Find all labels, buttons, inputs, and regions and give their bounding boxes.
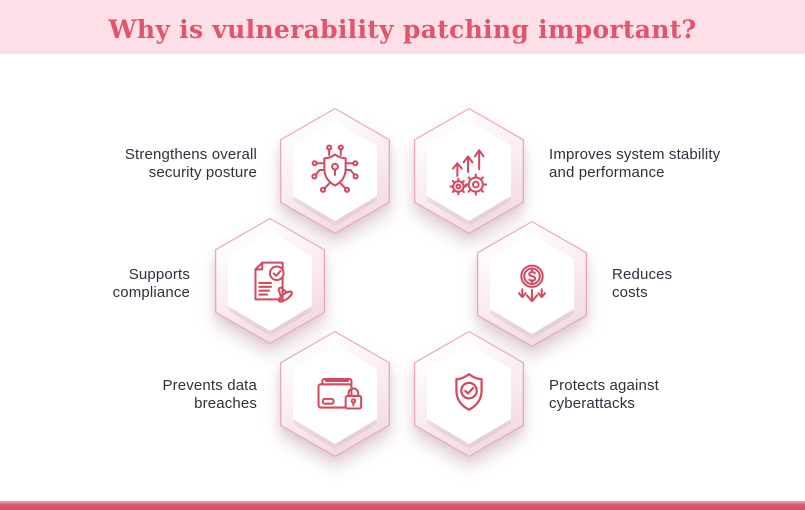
label-line: costs (612, 284, 648, 301)
shield-network-icon (293, 121, 377, 221)
label-line: Strengthens overall (124, 146, 257, 163)
hexagon-reduce-costs (477, 221, 587, 347)
footer-accent-bar (0, 501, 805, 510)
label-line: Reduces (612, 266, 673, 283)
cost-reduction-icon (490, 234, 574, 334)
label-data-breaches: Prevents data breaches (162, 377, 257, 413)
page-title: Why is vulnerability patching important? (108, 14, 697, 44)
hexagon-security-posture (280, 108, 390, 234)
label-line: compliance (112, 284, 190, 301)
header-banner: Why is vulnerability patching important? (0, 0, 805, 54)
growth-gears-icon (427, 121, 511, 221)
hexagon-data-breaches (280, 331, 390, 457)
label-line: Prevents data (162, 377, 257, 394)
label-line: Protects against (549, 377, 659, 394)
label-line: Improves system stability (549, 146, 721, 163)
label-line: Supports (128, 266, 190, 283)
label-cyberattacks: Protects against cyberattacks (549, 377, 659, 413)
label-line: and performance (549, 164, 665, 181)
folder-lock-icon (293, 344, 377, 444)
hexagon-compliance (215, 218, 325, 344)
label-compliance: Supports compliance (113, 266, 190, 302)
document-stamp-icon (228, 231, 312, 331)
label-reduce-costs: Reduces costs (612, 266, 672, 302)
hexagon-cyberattacks (414, 331, 524, 457)
label-system-stability: Improves system stability and performanc… (549, 146, 720, 182)
shield-check-icon (427, 344, 511, 444)
label-security-posture: Strengthens overall security posture (125, 146, 257, 182)
label-line: security posture (148, 164, 257, 181)
hexagon-system-stability (414, 108, 524, 234)
label-line: breaches (194, 395, 257, 412)
label-line: cyberattacks (549, 395, 635, 412)
